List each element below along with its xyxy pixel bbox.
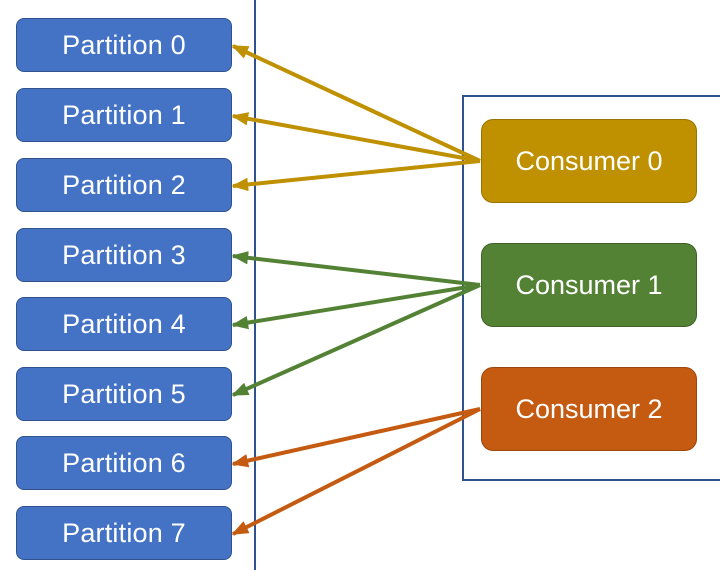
arrow-consumer-1-to-partition-4: [231, 283, 481, 330]
arrow-consumer-2-to-partition-6: [231, 407, 481, 468]
partition-7-box: Partition 7: [16, 506, 232, 560]
arrow-consumer-2-to-partition-7: [231, 407, 481, 536]
partition-6-box: Partition 6: [16, 436, 232, 490]
arrow-consumer-0-to-partition-0: [231, 44, 481, 163]
partition-1-box: Partition 1: [16, 88, 232, 142]
partition-4-box: Partition 4: [16, 297, 232, 351]
consumer-1-box: Consumer 1: [481, 243, 697, 327]
consumer-0-box: Consumer 0: [481, 119, 697, 203]
partition-5-box: Partition 5: [16, 367, 232, 421]
partition-0-box: Partition 0: [16, 18, 232, 72]
arrow-consumer-0-to-partition-2: [231, 159, 481, 192]
topic-divider-line: [254, 0, 256, 570]
consumer-2-box: Consumer 2: [481, 367, 697, 451]
arrow-consumer-0-to-partition-1: [231, 112, 481, 163]
arrow-consumer-1-to-partition-3: [231, 251, 481, 287]
partition-2-box: Partition 2: [16, 158, 232, 212]
partition-3-box: Partition 3: [16, 228, 232, 282]
arrow-consumer-1-to-partition-5: [231, 283, 481, 397]
